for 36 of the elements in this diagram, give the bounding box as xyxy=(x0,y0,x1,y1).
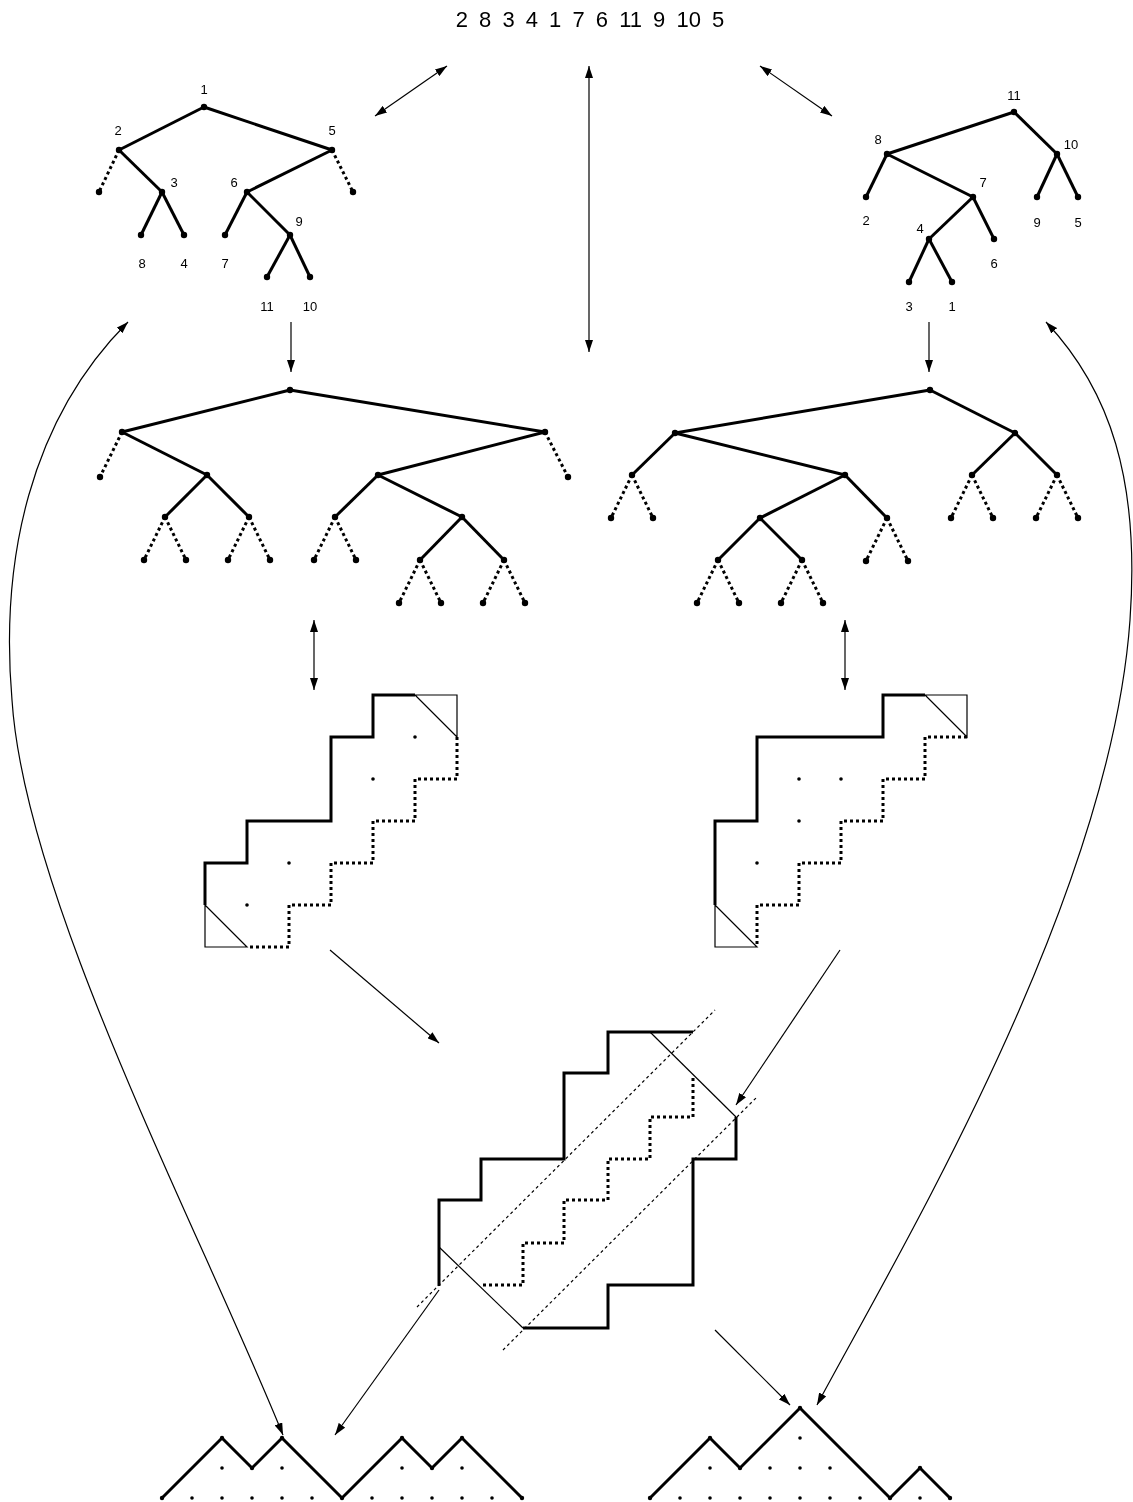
node-number: 10 xyxy=(302,300,318,314)
curved-arrow xyxy=(816,321,1133,1406)
double-arrow xyxy=(759,65,833,117)
arrow xyxy=(287,321,295,373)
node-number: 8 xyxy=(138,257,146,271)
node-number: 7 xyxy=(979,176,987,190)
node-number: 8 xyxy=(874,133,882,147)
node-number: 2 xyxy=(114,124,122,138)
node-number: 5 xyxy=(1074,216,1082,230)
node-number: 6 xyxy=(990,257,998,271)
node-number: 10 xyxy=(1063,138,1079,152)
double-arrow xyxy=(310,619,318,691)
curved-arrow xyxy=(9,321,284,1436)
node-number: 2 xyxy=(862,214,870,228)
sequence-text: 2 8 3 4 1 7 6 11 9 10 5 xyxy=(380,5,800,66)
node-number: 11 xyxy=(260,300,274,314)
node-number: 4 xyxy=(180,257,188,271)
arrow xyxy=(334,1289,440,1436)
node-number: 9 xyxy=(295,215,303,229)
node-number: 9 xyxy=(1033,216,1041,230)
double-arrow xyxy=(585,65,593,353)
node-number: 1 xyxy=(948,300,956,314)
double-arrow xyxy=(374,65,448,117)
double-arrow xyxy=(841,619,849,691)
node-number: 3 xyxy=(905,300,913,314)
node-number: 5 xyxy=(328,124,336,138)
arrow xyxy=(714,1329,791,1406)
node-number: 7 xyxy=(221,257,229,271)
node-number: 6 xyxy=(230,176,238,190)
arrow xyxy=(925,321,933,373)
node-number: 11 xyxy=(1007,89,1021,103)
node-number: 1 xyxy=(200,83,208,97)
node-number: 3 xyxy=(170,176,178,190)
arrow xyxy=(735,949,841,1106)
arrow xyxy=(329,949,440,1044)
node-number: 4 xyxy=(916,222,924,236)
